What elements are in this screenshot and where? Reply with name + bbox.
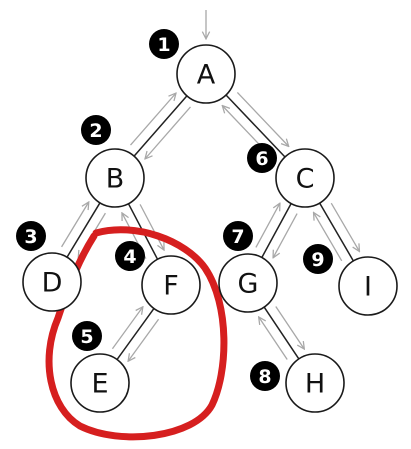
node-circle: [85, 148, 145, 208]
tree-edges: [66, 94, 355, 360]
descend-arrow-C-I: [330, 202, 359, 251]
highlight-layer: [45, 226, 228, 441]
badge-number: 7: [231, 226, 244, 248]
visit-order-badge-1: 1: [149, 29, 179, 59]
traversal-arrows: [61, 10, 359, 361]
return-arrow-D-B: [61, 203, 89, 248]
tree-node-g: G: [218, 253, 278, 313]
tree-node-d: D: [22, 252, 82, 312]
descend-arrow-C-G: [273, 213, 298, 257]
visit-order-badge-4: 4: [115, 241, 145, 271]
badge-number: 1: [157, 34, 170, 56]
visit-order-badge-7: 7: [223, 221, 253, 251]
visit-order-badge-2: 2: [81, 115, 111, 145]
badge-circle: [149, 29, 179, 59]
edge-F-E: [116, 308, 155, 360]
edge-C-G: [261, 203, 292, 258]
badge-circle: [250, 361, 280, 391]
return-arrow-G-C: [255, 204, 280, 248]
node-circle: [70, 353, 130, 413]
return-arrow-H-G: [259, 318, 288, 360]
return-arrow-E-F: [111, 307, 142, 350]
badge-number: 3: [24, 226, 37, 248]
visit-order-badge-8: 8: [250, 361, 280, 391]
tree-node-f: F: [141, 255, 201, 315]
return-arrow-B-A: [130, 94, 176, 146]
visit-order-badges: 1 2 3 4 5 6 7 8 9: [16, 29, 333, 391]
tree-nodes: A B C D F E G I H: [22, 44, 398, 413]
descend-arrow-G-H: [275, 306, 304, 349]
node-label: H: [305, 369, 325, 400]
node-circle: [22, 252, 82, 312]
node-label: G: [238, 269, 259, 300]
tree-node-c: C: [275, 148, 335, 208]
badge-circle: [223, 221, 253, 251]
edge-A-B: [133, 95, 188, 157]
descend-arrow-F-E: [129, 318, 160, 360]
node-label: I: [364, 272, 372, 303]
node-label: E: [91, 369, 108, 400]
node-circle: [285, 353, 345, 413]
badge-circle: [303, 244, 333, 274]
visit-order-badge-3: 3: [16, 221, 46, 251]
tree-node-e: E: [70, 353, 130, 413]
tree-node-b: B: [85, 148, 145, 208]
node-circle: [338, 256, 398, 316]
edge-B-D: [66, 202, 101, 258]
badge-circle: [81, 115, 111, 145]
badge-number: 8: [258, 366, 271, 388]
node-circle: [275, 148, 335, 208]
badge-number: 9: [311, 249, 324, 271]
visit-order-badge-6: 6: [247, 143, 277, 173]
visit-order-badge-9: 9: [303, 244, 333, 274]
edge-A-C: [225, 94, 286, 158]
edge-G-H: [263, 306, 300, 360]
badge-circle: [115, 241, 145, 271]
badge-number: 2: [89, 120, 102, 142]
node-label: C: [296, 164, 315, 195]
tree-node-a: A: [176, 44, 236, 104]
node-circle: [218, 253, 278, 313]
node-label: A: [197, 60, 216, 91]
tree-node-i: I: [338, 256, 398, 316]
node-label: F: [163, 271, 179, 302]
descend-arrow-B-F: [139, 204, 164, 249]
node-label: B: [106, 164, 125, 195]
red-circle-highlight: [45, 226, 228, 441]
return-arrow-I-C: [314, 213, 343, 262]
descend-arrow-A-B: [146, 106, 191, 158]
badge-number: 5: [80, 326, 93, 348]
tree-node-h: H: [285, 353, 345, 413]
node-label: D: [42, 268, 63, 299]
descend-arrow-A-C: [236, 92, 288, 145]
node-circle: [176, 44, 236, 104]
badge-circle: [16, 221, 46, 251]
badge-circle: [247, 143, 277, 173]
visit-order-badge-5: 5: [72, 321, 102, 351]
badge-circle: [72, 321, 102, 351]
badge-number: 6: [255, 148, 268, 170]
node-circle: [141, 255, 201, 315]
edge-C-I: [318, 202, 355, 262]
badge-number: 4: [123, 246, 136, 268]
